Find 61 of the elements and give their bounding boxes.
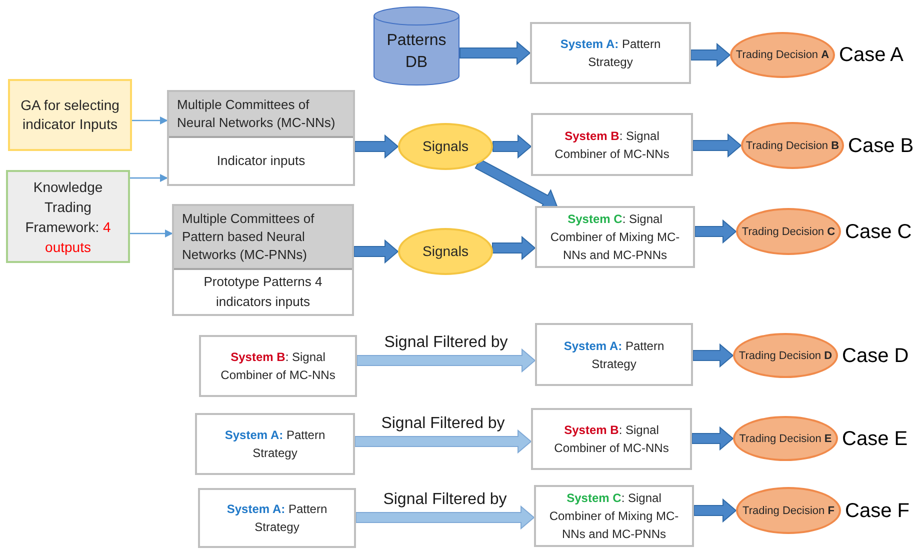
case-label: Case F — [845, 504, 910, 518]
box-text: Signals — [422, 137, 468, 156]
case-label: Case B — [848, 138, 914, 152]
block-arrow — [460, 40, 531, 66]
process-box — [535, 206, 695, 268]
box-text: System A: Pattern Strategy — [226, 501, 328, 536]
box-text: Indicator inputs — [216, 152, 306, 170]
box-text: Trading Decision E — [739, 432, 832, 446]
block-arrow — [694, 498, 737, 523]
process-box — [8, 79, 132, 151]
box-text: Knowledge Trading Framework: 4 outputs — [24, 178, 112, 256]
signal-ellipse — [398, 123, 493, 170]
box-text: System A: Pattern Strategy — [559, 36, 662, 71]
box-text: System C: Signal Combiner of Mixing MC-NNs and MC-PNNs — [549, 211, 681, 264]
case-label: Case E — [842, 432, 908, 446]
block-arrow — [690, 42, 731, 68]
box-text: Trading Decision B — [746, 138, 840, 152]
arrow — [130, 174, 168, 182]
process-box — [195, 413, 355, 475]
block-arrow — [692, 343, 734, 368]
process-box — [531, 408, 692, 470]
arrow — [130, 230, 173, 238]
process-box — [531, 113, 693, 176]
box-text: System B: Signal Combiner of MC-NNs — [554, 128, 670, 162]
box-heading: Multiple Committees of Pattern based Neural Networks (MC-PNNs) — [174, 206, 352, 270]
process-box — [172, 204, 354, 316]
box-text: Trading Decision F — [742, 504, 834, 518]
block-arrow — [354, 134, 399, 159]
block-arrow — [354, 239, 399, 264]
block-arrow — [694, 219, 737, 244]
block-arrow — [692, 133, 742, 158]
process-box — [199, 335, 357, 397]
case-label: Case A — [839, 48, 904, 62]
box-text: System A: Pattern Strategy — [224, 427, 326, 462]
box-text: System B: Signal Combiner of MC-NNs — [553, 422, 670, 457]
case-label: Case C — [845, 224, 912, 238]
block-arrow — [692, 426, 734, 451]
block-arrow — [356, 505, 535, 530]
box-text: Prototype Patterns 4 indicators inputs — [202, 273, 324, 311]
box-text: Trading Decision A — [736, 48, 830, 62]
process-box — [198, 488, 356, 548]
box-text: Trading Decision C — [742, 224, 836, 238]
block-arrow — [354, 429, 532, 454]
box-text: System A: Pattern Strategy — [562, 338, 666, 372]
process-box — [530, 22, 691, 84]
box-text: Signals — [422, 242, 468, 261]
box-text: System B: Signal Combiner of MC-NNs — [220, 349, 336, 384]
block-arrow — [356, 348, 536, 373]
box-heading: Multiple Committees of Neural Networks (MC-NNs) — [169, 92, 353, 138]
process-box — [534, 485, 694, 547]
case-label: Case D — [842, 348, 909, 362]
arrow — [132, 116, 168, 124]
block-arrow — [492, 236, 536, 260]
box-text: GA for selecting indicator Inputs — [20, 96, 120, 134]
cylinder-label: Patterns DB — [386, 31, 448, 73]
process-box — [535, 323, 693, 386]
box-text: Trading Decision D — [738, 348, 832, 362]
process-box — [167, 90, 355, 186]
block-arrow — [492, 134, 532, 159]
process-box — [6, 170, 130, 263]
box-text: System C: Signal Combiner of Mixing MC-NNs and MC-PNNs — [548, 490, 680, 543]
